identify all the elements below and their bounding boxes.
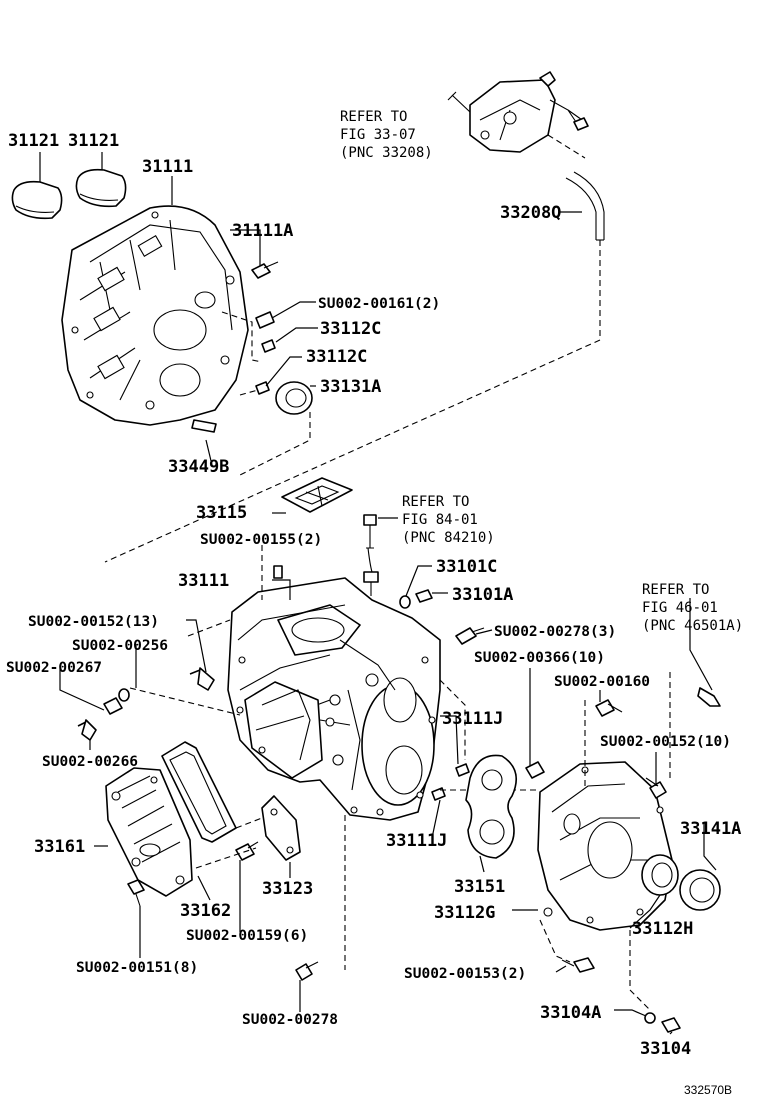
diagram-id: 332570B: [684, 1083, 732, 1097]
hose-33208Q[interactable]: [565, 171, 605, 241]
bolt-su002-00278-3[interactable]: [455, 627, 485, 645]
speed-sensor[interactable]: [363, 514, 379, 596]
ref-fig-46-01[interactable]: REFER TO FIG 46-01 (PNC 46501A): [642, 582, 743, 634]
bolt-su002-00278-lower[interactable]: [295, 961, 319, 981]
label-su002-00266[interactable]: SU002-00266: [42, 754, 138, 770]
clutch-housing-31111[interactable]: [61, 205, 249, 426]
svg-text:FIG 46-01: FIG 46-01: [642, 600, 718, 616]
bolt-su002-00153[interactable]: [561, 957, 595, 973]
svg-text:REFER TO: REFER TO: [402, 494, 469, 510]
label-33112C-lower[interactable]: 33112C: [306, 347, 367, 367]
bolt-33101A[interactable]: [415, 589, 433, 603]
label-33141A[interactable]: 33141A: [680, 819, 741, 839]
label-31111A[interactable]: 31111A: [232, 221, 293, 241]
label-su002-00267[interactable]: SU002-00267: [6, 660, 102, 676]
plug-su002-00267[interactable]: [103, 697, 123, 715]
bolt-su002-00151[interactable]: [127, 879, 145, 907]
dowel-su002-00155[interactable]: [273, 565, 283, 579]
washer-33104A[interactable]: [644, 1012, 656, 1024]
label-33101A[interactable]: 33101A: [452, 585, 513, 605]
plate-33115[interactable]: [281, 477, 353, 513]
svg-text:REFER TO: REFER TO: [642, 582, 709, 598]
svg-text:FIG 33-07: FIG 33-07: [340, 127, 416, 143]
bolt-su002-00152-13[interactable]: [189, 667, 215, 691]
label-33111J-lower[interactable]: 33111J: [386, 831, 447, 851]
svg-text:(PNC 46501A): (PNC 46501A): [642, 618, 743, 634]
o-ring-su002-00256[interactable]: [118, 688, 130, 702]
label-31121-b[interactable]: 31121: [68, 131, 119, 151]
ref-fig-33-07[interactable]: REFER TO FIG 33-07 (PNC 33208): [340, 109, 433, 161]
plate-33449B[interactable]: [191, 419, 217, 433]
label-33208Q[interactable]: 33208Q: [500, 203, 561, 223]
svg-text:FIG 84-01: FIG 84-01: [402, 512, 478, 528]
extension-housing[interactable]: [537, 761, 673, 931]
label-33112G[interactable]: 33112G: [434, 903, 495, 923]
label-33111J-upper[interactable]: 33111J: [442, 709, 503, 729]
label-su002-00152-13[interactable]: SU002-00152(13): [28, 614, 159, 630]
seal-33141A[interactable]: [679, 869, 721, 911]
stud-fig-46-01[interactable]: [697, 687, 721, 707]
label-33162[interactable]: 33162: [180, 901, 231, 921]
label-33115[interactable]: 33115: [196, 503, 247, 523]
seal-33112H[interactable]: [641, 854, 679, 896]
bolt-su002-00266[interactable]: [77, 719, 97, 741]
bolt-su002-00366[interactable]: [525, 761, 545, 779]
plug-33104[interactable]: [661, 1017, 681, 1033]
seal-33131A[interactable]: [275, 381, 313, 415]
label-33123[interactable]: 33123: [262, 879, 313, 899]
bracket-33123[interactable]: [261, 795, 301, 861]
label-su002-00153[interactable]: SU002-00153(2): [404, 966, 526, 982]
svg-text:(PNC 84210): (PNC 84210): [402, 530, 495, 546]
label-31121-a[interactable]: 31121: [8, 131, 59, 151]
pin-33111J-upper[interactable]: [455, 763, 470, 777]
label-33131A[interactable]: 33131A: [320, 377, 381, 397]
label-31111[interactable]: 31111: [142, 157, 193, 177]
label-33101C[interactable]: 33101C: [436, 557, 497, 577]
dowel-su002-00161[interactable]: [255, 311, 275, 329]
label-33112H[interactable]: 33112H: [632, 919, 693, 939]
pin-33111J-lower[interactable]: [431, 787, 446, 801]
label-33104[interactable]: 33104: [640, 1039, 691, 1059]
label-su002-00161[interactable]: SU002-00161(2): [318, 296, 440, 312]
label-33151[interactable]: 33151: [454, 877, 505, 897]
gasket-33151[interactable]: [465, 754, 518, 859]
oil-pump-assembly[interactable]: [447, 71, 589, 153]
label-su002-00256[interactable]: SU002-00256: [72, 638, 168, 654]
label-33112C-upper[interactable]: 33112C: [320, 319, 381, 339]
ref-fig-84-01[interactable]: REFER TO FIG 84-01 (PNC 84210): [402, 494, 495, 546]
label-33161[interactable]: 33161: [34, 837, 85, 857]
label-su002-00155[interactable]: SU002-00155(2): [200, 532, 322, 548]
o-ring-33101C[interactable]: [399, 595, 411, 609]
label-su002-00278-3[interactable]: SU002-00278(3): [494, 624, 616, 640]
leader-lines: [39, 152, 717, 1035]
label-su002-00366[interactable]: SU002-00366(10): [474, 650, 605, 666]
bolt-31111A[interactable]: [251, 261, 279, 279]
label-su002-00159[interactable]: SU002-00159(6): [186, 928, 308, 944]
cover-33161[interactable]: [105, 767, 193, 897]
svg-text:(PNC 33208): (PNC 33208): [340, 145, 433, 161]
cap-31121-left[interactable]: [11, 180, 63, 220]
pin-33112C-lower[interactable]: [255, 381, 270, 395]
cap-31121-right[interactable]: [75, 168, 127, 208]
label-su002-00152-10[interactable]: SU002-00152(10): [600, 734, 731, 750]
label-33111[interactable]: 33111: [178, 571, 229, 591]
transmission-case-33111[interactable]: [227, 577, 441, 821]
label-su002-00160[interactable]: SU002-00160: [554, 674, 650, 690]
bolt-su002-00160[interactable]: [595, 699, 623, 717]
pin-33112C-upper[interactable]: [261, 339, 276, 353]
label-su002-00151[interactable]: SU002-00151(8): [76, 960, 198, 976]
label-33104A[interactable]: 33104A: [540, 1003, 601, 1023]
label-su002-00278[interactable]: SU002-00278: [242, 1012, 338, 1028]
label-33449B[interactable]: 33449B: [168, 457, 229, 477]
svg-text:REFER TO: REFER TO: [340, 109, 407, 125]
